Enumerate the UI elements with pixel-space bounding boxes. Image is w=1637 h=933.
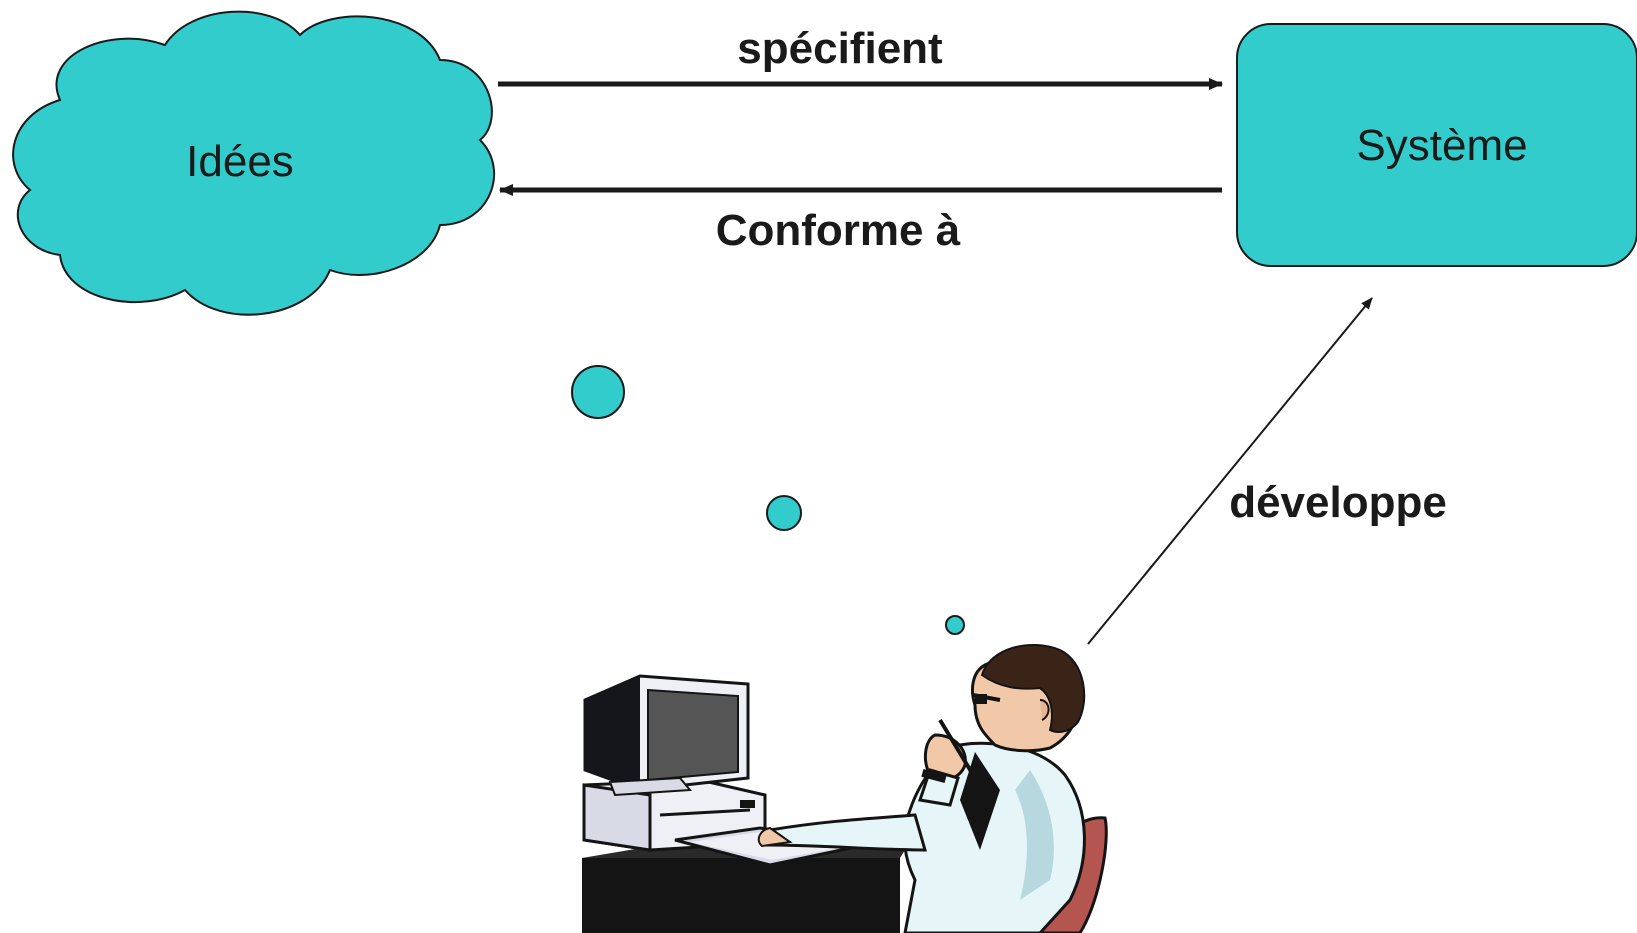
edge-specify-label: spécifient <box>737 24 943 73</box>
edge-develops-label: développe <box>1229 478 1447 527</box>
person-hair <box>980 643 1086 733</box>
ideas-node: Idées <box>12 10 496 316</box>
thought-bubble-icon <box>945 615 965 635</box>
system-label: Système <box>1356 121 1527 170</box>
edge-specify: spécifient <box>498 24 1223 90</box>
desk-shape <box>582 850 900 933</box>
rounded-rectangle-icon <box>1236 23 1637 267</box>
computer-icon <box>582 674 866 867</box>
edge-develops: développe <box>1087 297 1447 645</box>
person-arm <box>762 813 927 852</box>
thought-bubble-icon <box>571 365 625 419</box>
developer-at-computer-illustration-icon <box>582 643 1108 933</box>
thought-bubble-icon <box>766 495 802 531</box>
system-node: Système <box>1236 23 1637 267</box>
ideas-label: Idées <box>186 137 294 186</box>
edge-conforms: Conforme à <box>499 184 1222 255</box>
thought-bubbles <box>571 365 965 635</box>
edge-develops-line <box>1087 297 1373 645</box>
edge-conforms-label: Conforme à <box>716 206 961 255</box>
cloud-shape-icon <box>12 10 496 316</box>
